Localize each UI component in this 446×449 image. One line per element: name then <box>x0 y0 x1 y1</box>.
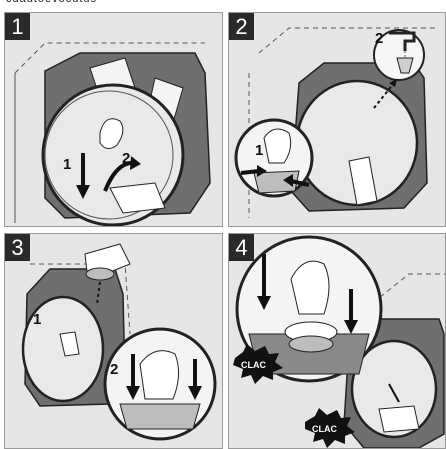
clac-label: CLAC <box>312 424 337 434</box>
step-number-badge: 1 <box>5 13 30 40</box>
step-panel-1: 1 1 2 <box>4 12 223 227</box>
filter-mesh <box>289 336 333 352</box>
squeeze-arrow <box>241 171 259 173</box>
step-label-1: 1 <box>33 311 41 328</box>
step-number-badge: 3 <box>5 234 30 261</box>
step-panel-3: 3 1 2 <box>4 233 223 449</box>
step-number-badge: 4 <box>229 234 254 261</box>
header-strip: cdautoevocutus <box>0 0 446 8</box>
step-number-badge: 2 <box>229 13 254 40</box>
step-1-illustration: 1 2 <box>5 13 222 226</box>
step-label-1: 1 <box>255 142 263 159</box>
step-3-illustration: 1 2 <box>5 234 222 448</box>
step-label-2: 2 <box>110 361 118 378</box>
clac-label: CLAC <box>241 360 266 370</box>
step-4-illustration: CLAC CLAC <box>229 234 445 448</box>
filter-mesh <box>86 268 114 280</box>
step-label-2: 2 <box>375 30 383 47</box>
header-text: cdautoevocutus <box>6 0 97 5</box>
filter-mesh <box>120 404 200 429</box>
step-label-2: 2 <box>122 150 130 167</box>
step-2-illustration: 2 1 <box>229 13 445 226</box>
filter-tub <box>379 406 419 432</box>
step-panel-4: 4 CLAC CLAC <box>228 233 446 449</box>
step-panel-2: 2 2 1 <box>228 12 446 227</box>
hand <box>264 129 291 163</box>
hand <box>140 351 179 399</box>
step-label-1: 1 <box>63 156 71 173</box>
